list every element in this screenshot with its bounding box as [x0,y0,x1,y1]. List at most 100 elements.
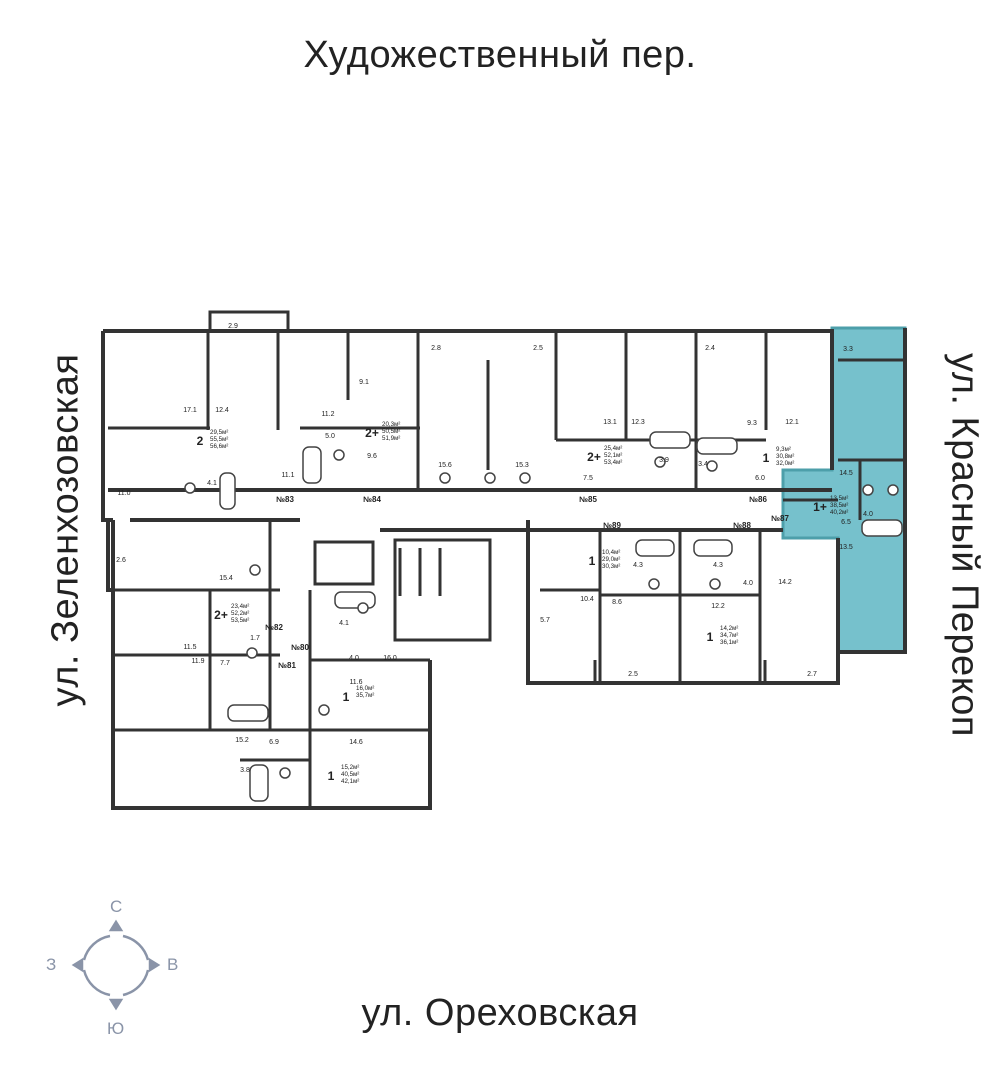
apartment-area: 32,0м² [776,460,794,467]
apartment-area: 10,4м² [602,549,620,556]
apartment-area: 14,2м² [720,625,738,632]
apartment-area: 30,8м² [776,453,794,460]
room-area-label: 16.0 [383,655,397,662]
room-area-label: 6.0 [755,475,765,482]
apartment-area: 52,1м² [604,452,622,459]
apartment-summary-labels: 229,5м²55,5м²56,6м²2+20,3м²50,5м²51,9м²2… [197,421,849,785]
room-area-label: 2.4 [705,345,715,352]
apartment-area: 25,4м² [604,445,622,452]
street-label-south: ул. Ореховская [361,992,639,1034]
room-area-label: 3.8 [240,767,250,774]
apartment-area: 29,0м² [602,556,620,563]
apartment-area: 53,5м² [231,617,249,624]
room-area-label: 12.4 [215,407,229,414]
room-area-label: 12.2 [711,603,725,610]
apartment-number: №81 [278,661,296,670]
room-area-label: 5.7 [540,617,550,624]
apartment-area: 34,7м² [720,632,738,639]
apartment-area: 35,7м² [356,692,374,699]
apartment-rooms: 1 [343,690,350,704]
apartment-area: 13,5м² [830,495,848,502]
apartment-rooms: 1 [763,451,770,465]
room-area-label: 6.9 [269,739,279,746]
room-area-label: 11.6 [349,679,362,686]
apartment-area: 30,3м² [602,563,620,570]
apartment-area: 50,5м² [382,428,400,435]
apartment-rooms: 1+ [813,500,827,514]
room-area-label: 9.3 [747,420,757,427]
room-area-label: 5.0 [325,433,335,440]
apartment-area: 51,9м² [382,435,400,442]
compass-west-label: З [46,955,57,974]
apartment-area: 15,2м² [341,764,359,771]
room-area-label: 4.3 [633,562,643,569]
room-area-label: 15.2 [235,737,249,744]
apartment-number: №83 [276,495,294,504]
apartment-number: №82 [265,623,283,632]
apartment-area: 56,6м² [210,443,228,450]
apartment-area: 40,2м² [830,509,848,516]
apartment-area: 36,1м² [720,639,738,646]
room-area-label: 13.5 [839,544,853,551]
room-area-label: 7.5 [583,475,593,482]
room-area-label: 11.0 [117,490,130,497]
room-area-label: 8.6 [612,599,622,606]
room-area-label: 12.3 [631,419,645,426]
interior-walls [108,331,905,808]
apartment-number-labels: №80 №81 №82 №83 №84 №85 №86 №87 №88 №89 [265,495,789,670]
apartment-area: 53,4м² [604,459,622,466]
apartment-number: №87 [771,514,789,523]
room-area-label: 4.3 [713,562,723,569]
room-area-label: 3.3 [843,346,853,353]
room-area-label: 2.5 [628,671,638,678]
compass-south-label: Ю [107,1019,125,1038]
room-area-label: 2.8 [431,345,441,352]
apartment-rooms: 2+ [587,450,601,464]
apartment-rooms: 1 [589,554,596,568]
room-area-label: 12.1 [785,419,799,426]
compass-icon [71,919,161,1011]
room-area-label: 7.7 [220,660,230,667]
compass-north-label: С [110,897,123,916]
apartment-area: 40,5м² [341,771,359,778]
compass-east-label: В [167,955,179,974]
room-area-label: 2.7 [807,671,817,678]
apartment-rooms: 2+ [365,426,379,440]
room-area-label: 6.5 [841,519,851,526]
room-area-label: 4.0 [863,511,873,518]
apartment-number: №85 [579,495,597,504]
room-area-label: 15.6 [438,462,452,469]
apartment-area: 38,5м² [830,502,848,509]
apartment-area: 16,0м² [356,685,374,692]
apartment-area: 42,1м² [341,778,359,785]
room-area-label: 1.7 [250,635,260,642]
apartment-rooms: 1 [707,630,714,644]
apartment-number: №84 [363,495,381,504]
apartment-number: №86 [749,495,767,504]
room-area-label: 2.9 [228,323,238,330]
apartment-number: №80 [291,643,309,652]
apartment-area: 23,4м² [231,603,249,610]
outer-walls [101,310,907,810]
apartment-rooms: 2+ [214,608,228,622]
street-label-north: Художественный пер. [303,34,697,76]
room-area-label: 15.3 [515,462,529,469]
room-area-label: 9.1 [359,379,369,386]
room-area-label: 4.0 [349,655,359,662]
room-area-label: 2.6 [116,557,126,564]
room-area-label: 14.5 [839,470,853,477]
room-area-label: 15.4 [219,575,233,582]
room-area-label: 13.1 [603,419,617,426]
